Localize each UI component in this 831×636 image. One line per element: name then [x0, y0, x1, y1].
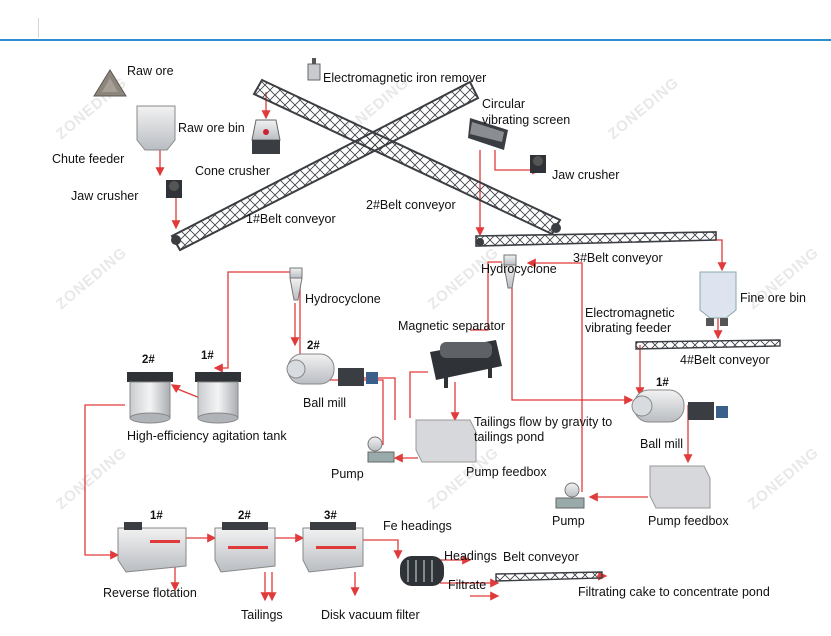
label-chute-feeder: Chute feeder [52, 152, 125, 166]
header-tick [38, 18, 39, 38]
label-pump-feedbox-a: Pump feedbox [466, 465, 547, 479]
magnetic-separator [430, 340, 502, 388]
flotation-cell-3 [302, 522, 364, 573]
pump-feedbox-b [649, 465, 711, 509]
hydrocyclone-a [289, 267, 303, 301]
disk-vacuum-filter [400, 556, 444, 586]
raw-ore-pile [93, 69, 127, 97]
label-ball-mill-2: Ball mill [303, 396, 347, 410]
agitation-tank-2 [127, 372, 173, 424]
label-pump-feedbox-b: Pump feedbox [648, 514, 729, 528]
label-hydrocyclone-b: Hydrocyclone [305, 292, 381, 306]
label-reverse-flotation: Reverse flotation [103, 586, 197, 600]
label-fe-headings: Fe headings [383, 519, 452, 533]
label-ball-mill-2-number: 2# [307, 340, 320, 352]
label-magnetic-separator: Magnetic separator [398, 319, 506, 333]
label-em-iron-remover: Electromagnetic iron remover [323, 71, 487, 85]
ball-mill-1 [631, 389, 728, 423]
label-jaw-crusher-2: Jaw crusher [552, 168, 620, 182]
fine-ore-bin [699, 271, 737, 326]
label-tailings: Tailings [241, 608, 283, 622]
flotation-cell-2 [214, 522, 276, 573]
label-belt-conveyor-3: 3#Belt conveyor [573, 251, 663, 265]
cone-crusher [251, 119, 281, 154]
label-pump-b: Pump [552, 514, 585, 528]
label-headings: Headings [444, 549, 497, 563]
ball-mill-2 [286, 353, 378, 386]
label-em-vibrating-feeder: Electromagnetic vibrating feeder [585, 306, 675, 335]
label-ball-mill-1-number: 1# [656, 377, 669, 389]
label-fine-ore-bin: Fine ore bin [740, 291, 807, 305]
label-flotation-3-number: 3# [324, 510, 337, 522]
label-raw-ore: Raw ore [127, 64, 174, 78]
label-hydrocyclone-a: Hydrocyclone [481, 262, 557, 276]
label-tailings-flow: Tailings flow by gravity to tailings pon… [474, 415, 613, 444]
pump-b [555, 482, 585, 509]
hydrocyclone-b [503, 254, 517, 289]
label-jaw-crusher-1: Jaw crusher [71, 189, 139, 203]
label-belt-conveyor-5: Belt conveyor [503, 550, 579, 564]
label-cone-crusher: Cone crusher [195, 164, 271, 178]
agitation-tank-1 [195, 372, 241, 424]
label-belt-conveyor-2: 2#Belt conveyor [366, 198, 456, 212]
label-belt-conveyor-1: 1#Belt conveyor [246, 212, 336, 226]
jaw-crusher-1 [166, 180, 182, 198]
label-ball-mill-1: Ball mill [640, 437, 684, 451]
label-agitation-tank: High-efficiency agitation tank [127, 429, 287, 443]
circular-vibrating-screen [468, 118, 508, 150]
label-pump-a: Pump [331, 467, 364, 481]
label-disk-vacuum-filter: Disk vacuum filter [321, 608, 420, 622]
label-flotation-2-number: 2# [238, 510, 251, 522]
label-flotation-1-number: 1# [150, 510, 163, 522]
label-filtrate: Filtrate [448, 578, 487, 592]
belt-conveyor-3 [475, 231, 717, 247]
label-tank-2-number: 2# [142, 354, 155, 366]
label-circular-screen: Circular vibrating screen [482, 97, 571, 127]
pump-a [367, 436, 395, 463]
flotation-cell-1 [117, 522, 187, 573]
jaw-crusher-2 [530, 155, 546, 173]
em-iron-remover [307, 58, 321, 81]
belt-conveyor-4 [635, 339, 781, 350]
header-divider [0, 39, 831, 41]
raw-ore-bin [136, 105, 176, 151]
pump-feedbox-a [415, 419, 477, 463]
belt-conveyor-5 [495, 571, 603, 582]
label-raw-ore-bin: Raw ore bin [178, 121, 245, 135]
label-tank-1-number: 1# [201, 350, 214, 362]
label-belt-conveyor-4: 4#Belt conveyor [680, 353, 770, 367]
label-filtrating-cake: Filtrating cake to concentrate pond [578, 585, 770, 599]
